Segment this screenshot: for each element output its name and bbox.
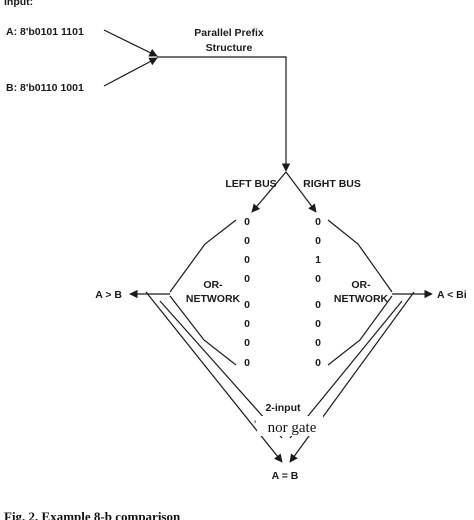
nor-gate-label-backdrop [257,416,323,436]
left-bit: 0 [244,318,250,330]
left-network-lower-curve [169,295,237,366]
input-a-arrow [103,29,158,57]
left-bit: 0 [244,337,250,349]
nor-gate-tick: ' [254,417,256,431]
left-bus-label: LEFT BUS [225,178,276,190]
left-bus-bits: 0 0 0 0 0 0 0 0 [244,216,250,369]
right-or-network-wires [327,219,393,366]
left-bit: 0 [244,254,250,266]
right-bit: 0 [315,235,321,247]
left-or-network-line2: NETWORK [186,293,241,305]
right-bit: 0 [315,318,321,330]
eq-output-label: A = B [272,470,299,482]
right-bit: 0 [315,299,321,311]
prefix-title-line1: Parallel Prefix [194,27,264,39]
right-bit: 0 [315,337,321,349]
right-network-lower-curve [327,295,393,366]
input-b-label: B: 8'b0110 1001 [6,82,84,94]
left-bus-arrow [251,171,287,213]
left-bit: 0 [244,235,250,247]
right-bus-bits: 0 0 1 0 0 0 0 0 [315,216,321,369]
nor-gate-title: 2-input [266,402,301,414]
lt-to-eq-inner-wire [289,300,403,439]
gt-to-eq-inner-wire [159,300,283,439]
right-bit: 0 [315,273,321,285]
right-or-network-line2: NETWORK [334,293,389,305]
gt-output-label: A > B [95,289,122,301]
right-bit: 1 [315,254,321,266]
prefix-title-line2: Structure [206,42,253,54]
left-or-network-line1: OR- [203,279,223,291]
input-a-label: A: 8'b0101 1101 [6,26,84,38]
right-bit: 0 [315,357,321,369]
lt-output-label: A < Bi [437,289,467,301]
left-bit: 0 [244,273,250,285]
lt-to-eq-outer-wire [289,291,415,463]
right-network-upper-curve [327,219,393,293]
input-heading: Input: [4,0,33,8]
right-or-network-line1: OR- [351,279,371,291]
gt-to-eq-outer-wire [145,291,283,463]
input-b-arrow [103,57,158,87]
left-network-upper-curve [169,219,237,293]
prefix-to-bus-wire [157,56,291,172]
right-bit: 0 [315,216,321,228]
figure-caption: Fig. 2. Example 8-b comparison [4,509,181,520]
left-bit: 0 [244,299,250,311]
nor-gate-label: nor gate [268,420,317,436]
left-bit: 0 [244,216,250,228]
right-bus-arrow [285,171,317,213]
right-bus-label: RIGHT BUS [303,178,361,190]
left-or-network-wires [169,219,237,366]
left-bit: 0 [244,357,250,369]
